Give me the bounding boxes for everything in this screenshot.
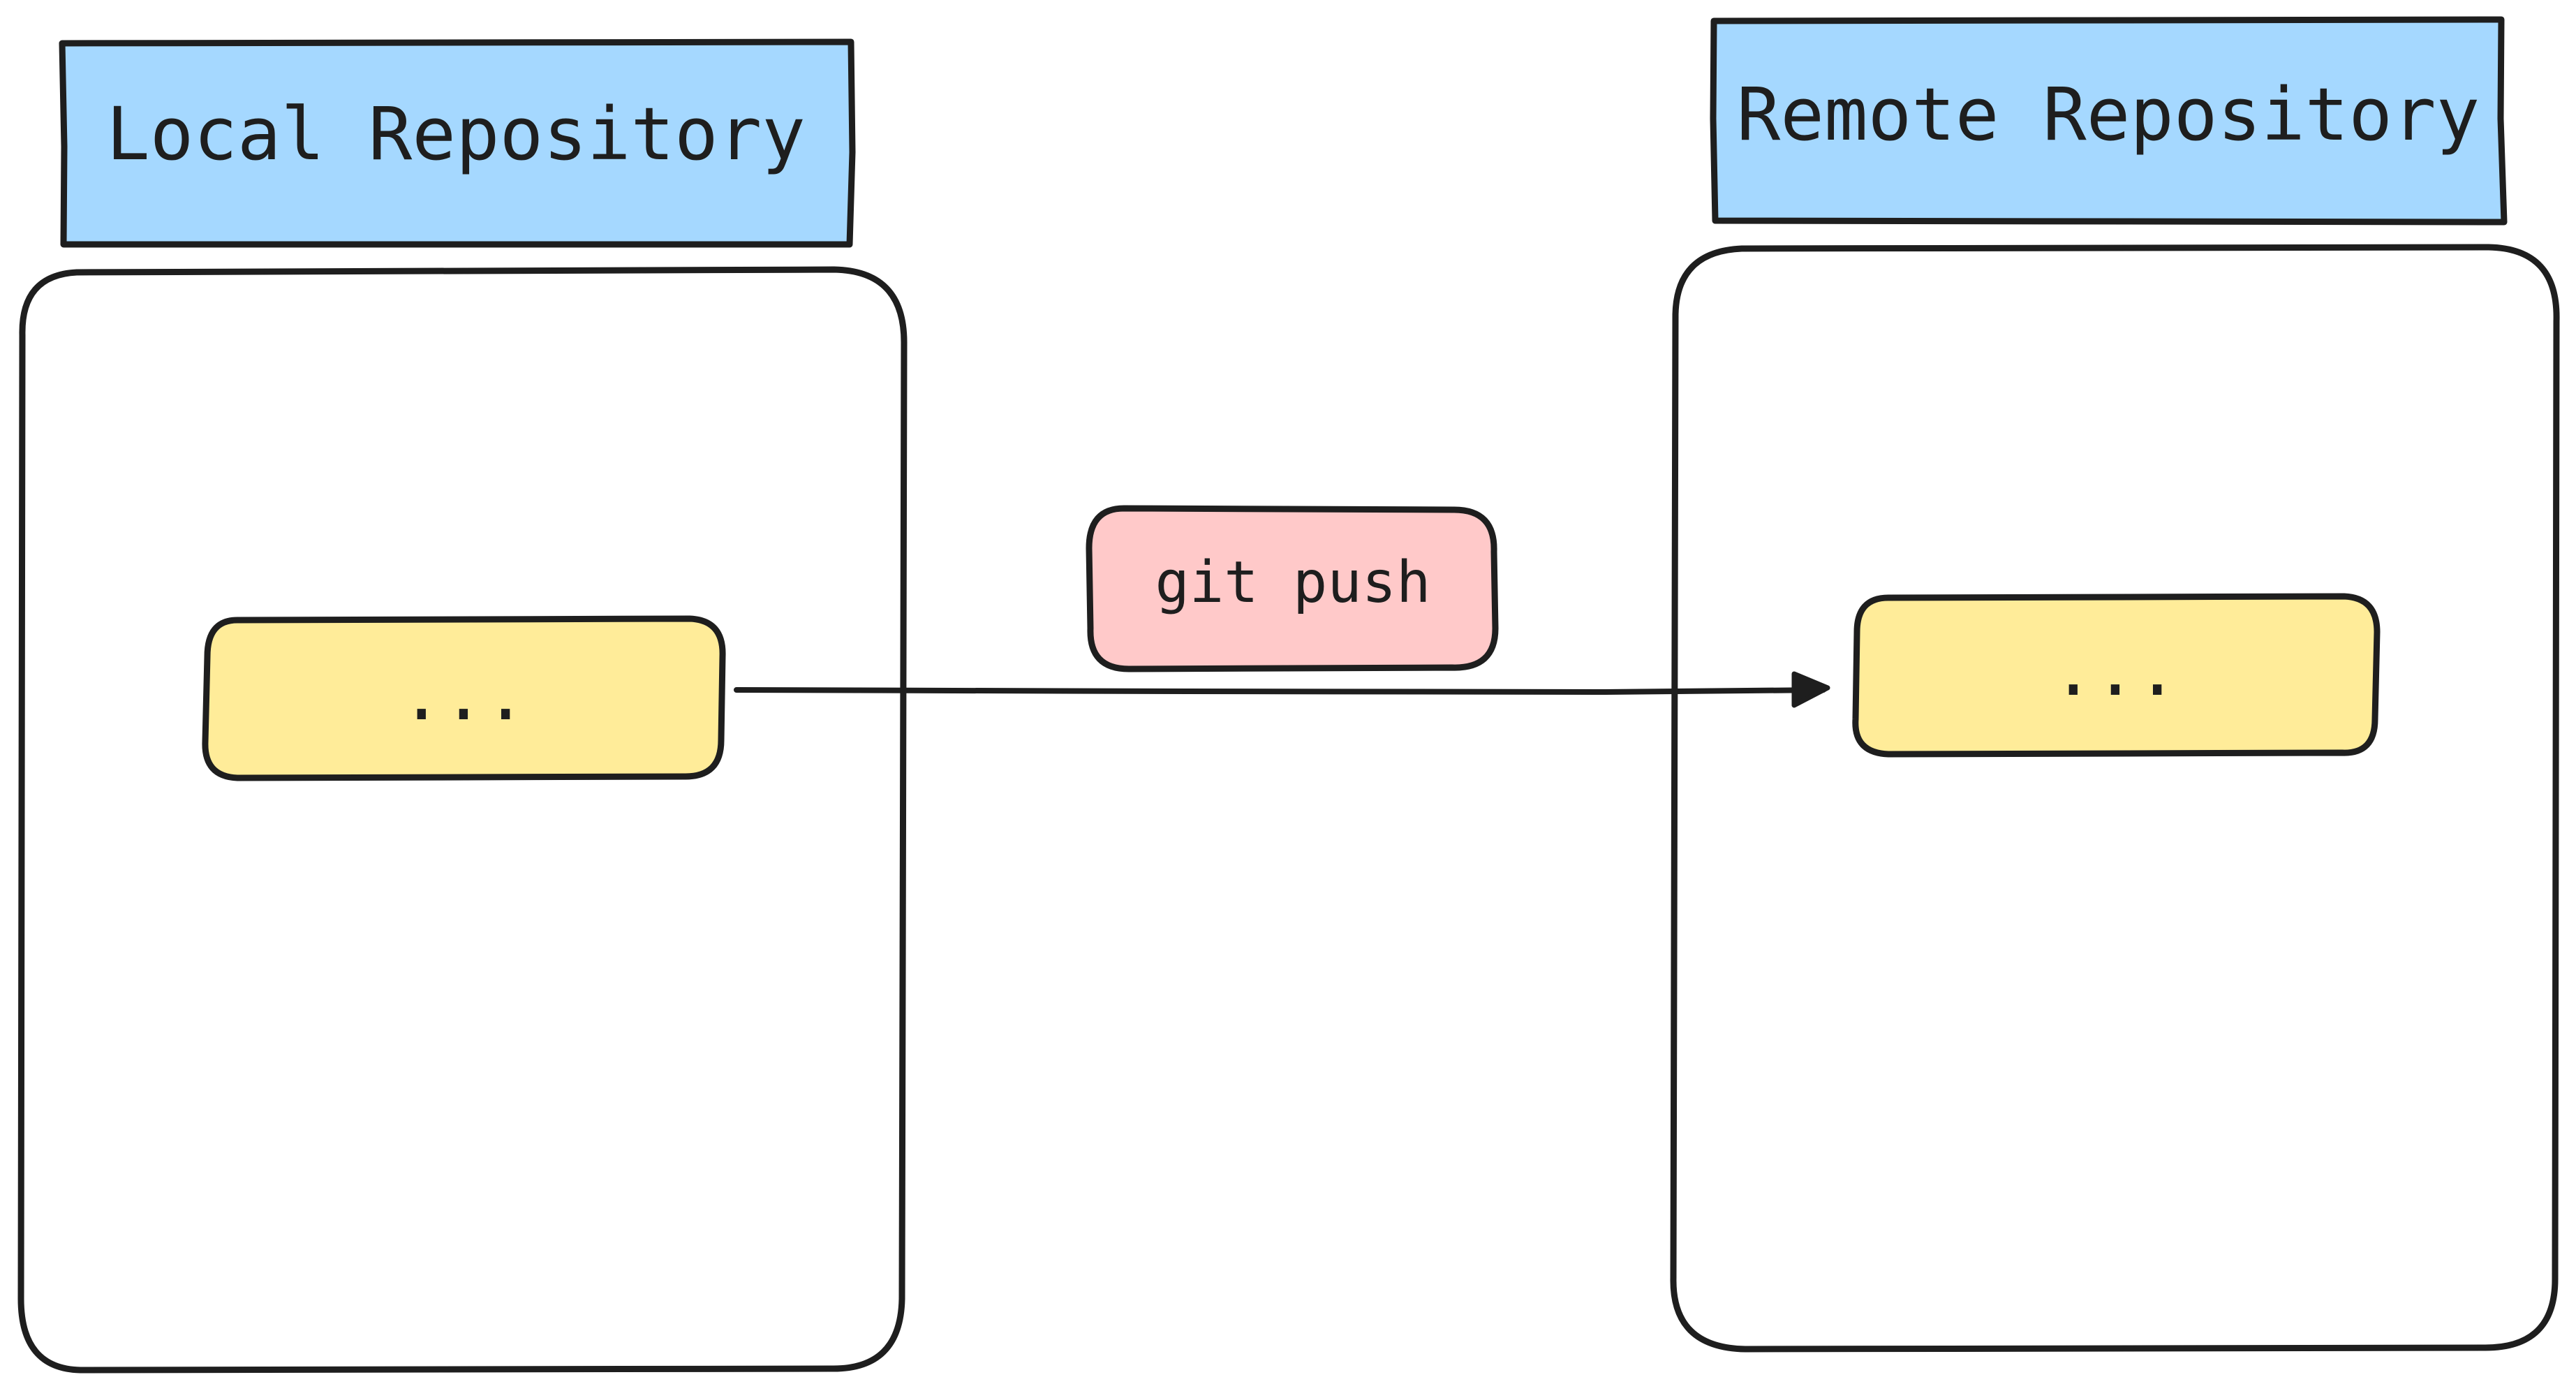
local-repository: Local Repository ... <box>17 38 908 1374</box>
git-push-label: git push <box>1155 550 1431 616</box>
push-arrow <box>734 671 1830 708</box>
remote-repository: Remote Repository ... <box>1670 16 2560 1353</box>
remote-repository-title-box <box>1710 16 2508 226</box>
local-commit-box <box>202 615 726 781</box>
git-push-label-box <box>1086 505 1499 672</box>
local-repository-title-box <box>59 38 856 248</box>
local-repository-container <box>17 266 908 1374</box>
remote-repository-title: Remote Repository <box>1737 72 2480 157</box>
local-repository-title: Local Repository <box>106 91 806 177</box>
push-arrow-head <box>1791 671 1830 708</box>
local-commit-label: ... <box>401 654 527 736</box>
push-arrow-line <box>734 687 1826 696</box>
remote-commit-label: ... <box>2052 630 2179 712</box>
git-push-action: git push <box>1086 505 1499 672</box>
remote-commit-box <box>1852 593 2381 758</box>
remote-repository-container <box>1670 244 2560 1353</box>
